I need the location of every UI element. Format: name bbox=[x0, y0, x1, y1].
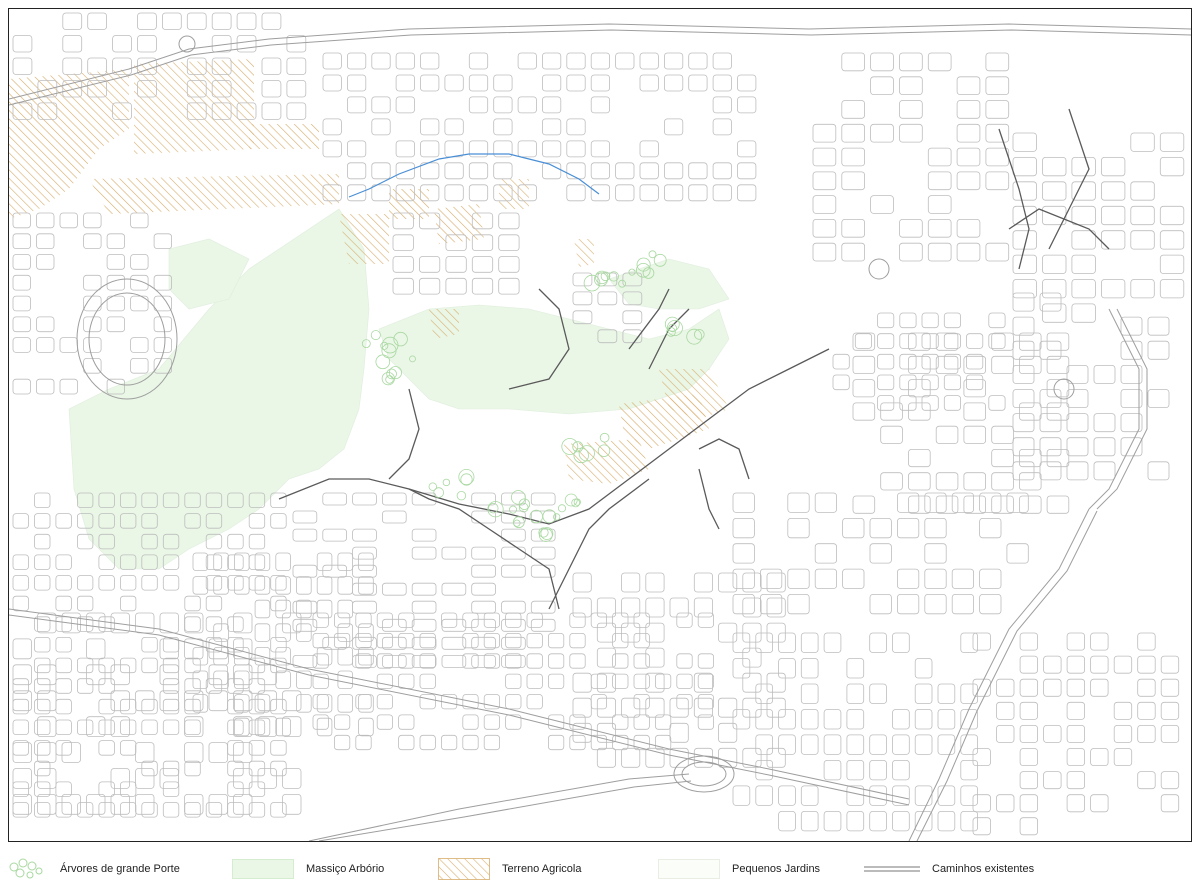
map-legend: Árvores de grande Porte Massiço Arbório … bbox=[8, 852, 1192, 884]
massico-arborio-areas bbox=[68, 208, 730, 570]
legend-item-terreno: Terreno Agricola bbox=[438, 858, 582, 880]
urban-plan-map bbox=[9, 12, 1191, 841]
stream bbox=[348, 153, 600, 198]
legend-label: Árvores de grande Porte bbox=[60, 863, 180, 875]
path-line-icon bbox=[864, 866, 920, 872]
street-network bbox=[12, 12, 1185, 836]
legend-item-massico: Massiço Arbório bbox=[232, 858, 384, 880]
legend-label: Massiço Arbório bbox=[306, 863, 385, 875]
legend-label: Terreno Agricola bbox=[502, 863, 582, 875]
garden-swatch-icon bbox=[658, 859, 720, 879]
terreno-agricola-areas bbox=[9, 59, 729, 484]
legend-item-jardins: Pequenos Jardins bbox=[658, 858, 820, 880]
legend-item-caminhos: Caminhos existentes bbox=[864, 858, 1034, 880]
legend-item-arvores: Árvores de grande Porte bbox=[8, 858, 180, 880]
tree-cluster-icon bbox=[9, 858, 43, 879]
legend-label: Pequenos Jardins bbox=[732, 863, 821, 875]
main-roads bbox=[9, 23, 1191, 841]
hatch-swatch-icon bbox=[438, 858, 490, 880]
arvores-de-grande-porte bbox=[361, 250, 705, 542]
map-canvas[interactable] bbox=[8, 8, 1192, 842]
legend-label: Caminhos existentes bbox=[932, 863, 1035, 875]
green-swatch-icon bbox=[232, 859, 294, 879]
